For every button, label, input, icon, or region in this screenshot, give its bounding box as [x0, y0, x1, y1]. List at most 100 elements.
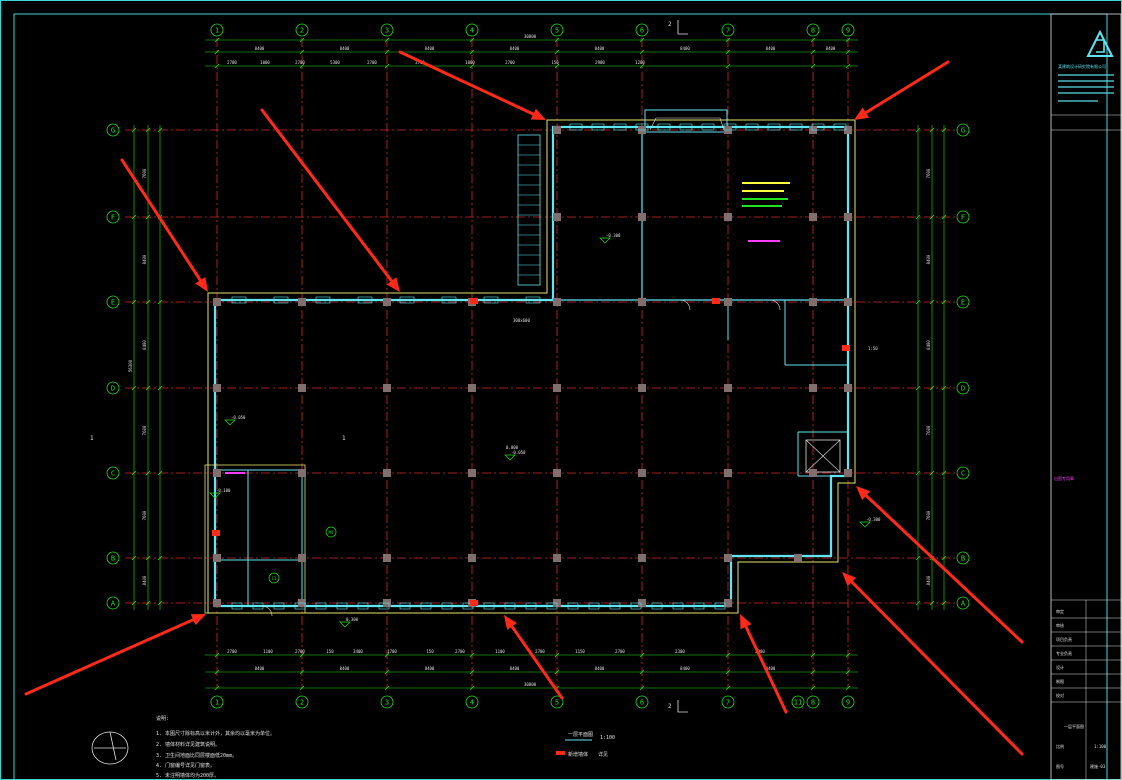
grid-bubble-label: 8 — [811, 699, 815, 707]
grid-bubble-row-F — [106, 210, 120, 224]
elevation-marker — [209, 492, 221, 499]
column — [213, 298, 221, 306]
dim-text-top-sub: 2700 — [367, 60, 377, 65]
dim-text-bottom-span: 8400 — [340, 666, 350, 671]
red-arrow-shaft — [260, 108, 394, 283]
grid-bubble-label: 1 — [215, 699, 219, 707]
dim-tick — [157, 600, 163, 606]
dim-tick — [384, 37, 390, 43]
dim-tick — [469, 652, 475, 658]
dim-text-left-span: 7600 — [142, 425, 147, 435]
stamp-label: 出图专用章 — [1054, 475, 1074, 481]
column — [809, 298, 817, 306]
window-marker — [567, 602, 579, 610]
column — [724, 213, 732, 221]
elevation-text: 0.300 — [346, 617, 359, 622]
grid-bubble-col-8 — [806, 23, 820, 37]
column — [468, 384, 476, 392]
grid-bubble-row-C — [956, 466, 970, 480]
column — [383, 298, 391, 306]
column — [809, 384, 817, 392]
dim-tick — [299, 669, 305, 675]
dim-text-bottom-sub: 2700 — [615, 649, 625, 654]
dim-tick — [639, 685, 645, 691]
column — [844, 298, 852, 306]
elevation-text: -0.100 — [216, 488, 231, 493]
window-marker — [294, 602, 306, 610]
dim-tick — [845, 669, 851, 675]
grid-lines — [125, 38, 955, 688]
column — [638, 298, 646, 306]
door-swing — [679, 299, 691, 311]
new-wall-patch — [842, 345, 850, 351]
north-arrow — [91, 731, 129, 765]
dim-tick — [469, 669, 475, 675]
grid-bubble-label: 5 — [555, 699, 559, 707]
dim-tick — [725, 685, 731, 691]
door-swing — [261, 605, 273, 617]
red-arrow-head — [740, 614, 752, 630]
grid-bubble-col-3 — [380, 695, 394, 709]
dim-text-top-span: 8400 — [826, 46, 836, 51]
grid-bubble-col-6 — [635, 23, 649, 37]
dim-tick — [299, 63, 305, 69]
window-marker — [483, 296, 499, 304]
new-wall-patch — [712, 298, 720, 304]
dim-tick — [639, 669, 645, 675]
grid-bubble-col-9 — [841, 695, 855, 709]
window-marker — [546, 602, 558, 610]
dim-tick — [131, 385, 137, 391]
dim-text-left-total: 56300 — [128, 359, 133, 372]
dim-tick — [157, 555, 163, 561]
grid-bubble-label: 7 — [726, 27, 730, 35]
elevation-marker — [859, 521, 871, 528]
dim-text-bottom-sub: 150 — [426, 649, 434, 654]
grid-bubble-label: G — [961, 127, 965, 135]
dim-tick — [810, 685, 816, 691]
dim-tick — [157, 470, 163, 476]
dim-text-bottom-span: 8400 — [255, 666, 265, 671]
stair-tag: 1:50 — [868, 346, 878, 351]
window-marker — [525, 602, 537, 610]
inner-frame — [13, 13, 1108, 780]
window-marker — [441, 602, 453, 610]
room-note-line — [748, 240, 780, 242]
column — [724, 298, 732, 306]
room-note-line — [225, 472, 245, 474]
red-arrow-shaft — [744, 625, 788, 714]
column — [383, 469, 391, 477]
dim-tick — [725, 669, 731, 675]
dim-tick — [157, 385, 163, 391]
building-walls — [204, 109, 856, 614]
title-block-row-label: 项目负责 — [1056, 636, 1072, 642]
window-marker — [399, 602, 411, 610]
grid-bubble-label: 2 — [300, 27, 304, 35]
red-arrow-shaft — [398, 50, 535, 116]
window-tag: C1 — [272, 576, 277, 581]
dim-tick — [941, 600, 947, 606]
dim-tick — [915, 600, 921, 606]
dim-tick — [929, 470, 935, 476]
grid-bubble-label: 7 — [726, 699, 730, 707]
dim-tick — [929, 299, 935, 305]
window-marker — [789, 123, 803, 131]
window-marker — [569, 123, 583, 131]
scale-label: 比例 — [1056, 743, 1064, 749]
dim-tick — [639, 652, 645, 658]
column — [213, 384, 221, 392]
window-tag-bubble — [268, 572, 280, 584]
grid-bubble-row-E — [106, 295, 120, 309]
note-item-2: 2. 墙体材料详见建筑说明。 — [156, 741, 220, 748]
exterior-wall-outline — [207, 119, 856, 614]
window-marker — [714, 602, 726, 610]
column — [809, 213, 817, 221]
dim-text-bottom-sub: 2700 — [295, 649, 305, 654]
grid-bubble-col-9 — [841, 23, 855, 37]
title-block-row-label: 设计 — [1056, 664, 1064, 670]
section-mark-left: 1 — [90, 435, 94, 442]
legend-tag-2: 详见 — [598, 751, 608, 758]
dim-tick — [915, 385, 921, 391]
window-marker — [833, 123, 847, 131]
dim-text-bottom-span: 8400 — [766, 666, 776, 671]
dim-text-right-span: 7600 — [926, 168, 931, 178]
